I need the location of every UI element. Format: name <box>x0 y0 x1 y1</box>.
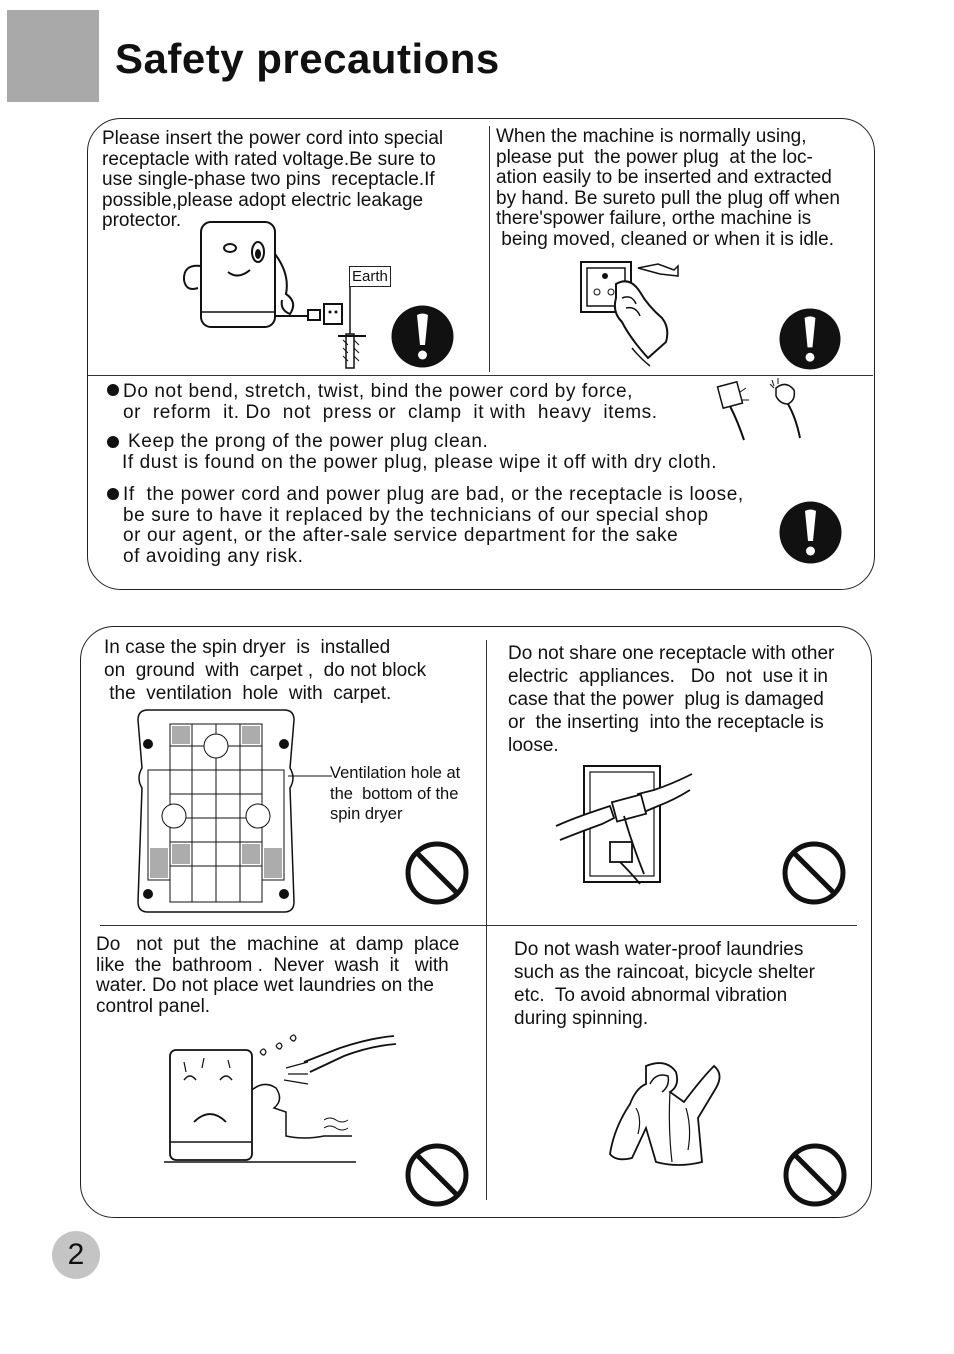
prohibition-icon <box>782 841 846 905</box>
power-cord-bend-text: Do not bend, stretch, twist, bind the po… <box>123 381 658 423</box>
wipe-dust-text: If dust is found on the power plug, plea… <box>122 452 718 473</box>
warning-exclamation-icon <box>779 501 842 564</box>
spin-dryer-bottom-illustration <box>137 709 332 913</box>
warning-exclamation-icon <box>779 308 841 370</box>
bullet-dot <box>107 488 119 500</box>
damaged-cord-illustration <box>716 378 801 441</box>
divider-vertical <box>486 640 487 1200</box>
damp-place-text: Do not put the machine at damp place lik… <box>96 934 460 1017</box>
prohibition-icon <box>405 1143 469 1207</box>
page-title: Safety precautions <box>115 35 500 82</box>
power-safety-panel <box>87 118 875 590</box>
shared-receptacle-illustration <box>555 765 693 885</box>
carpet-ventilation-text: In case the spin dryer is installed on g… <box>104 637 427 704</box>
bullet-dot <box>107 384 119 396</box>
header-tab <box>7 10 99 102</box>
share-receptacle-text: Do not share one receptacle with other e… <box>508 643 835 756</box>
ventilation-hole-label: Ventilation hole at the bottom of the sp… <box>330 764 461 823</box>
waterproof-laundry-text: Do not wash water-proof laundries such a… <box>514 939 815 1029</box>
divider-horizontal <box>88 375 873 376</box>
unplug-hand-illustration <box>580 261 679 367</box>
prohibition-icon <box>405 841 469 905</box>
prohibition-icon <box>783 1143 847 1207</box>
water-washing-illustration <box>164 1034 397 1163</box>
bullet-dot <box>107 436 119 448</box>
prong-clean-text: Keep the prong of the power plug clean. <box>128 431 489 452</box>
divider-vertical <box>489 126 490 372</box>
plug-location-text: When the machine is normally using, plea… <box>496 126 841 250</box>
divider-horizontal <box>100 925 857 926</box>
grounded-machine-illustration <box>182 221 366 369</box>
warning-exclamation-icon <box>391 305 454 368</box>
replace-cord-text: If the power cord and power plug are bad… <box>123 484 744 567</box>
insert-power-cord-text: Please insert the power cord into specia… <box>102 128 444 231</box>
raincoat-illustration <box>609 1062 721 1166</box>
page-number: 2 <box>52 1231 100 1279</box>
earth-label: Earth <box>349 266 391 287</box>
